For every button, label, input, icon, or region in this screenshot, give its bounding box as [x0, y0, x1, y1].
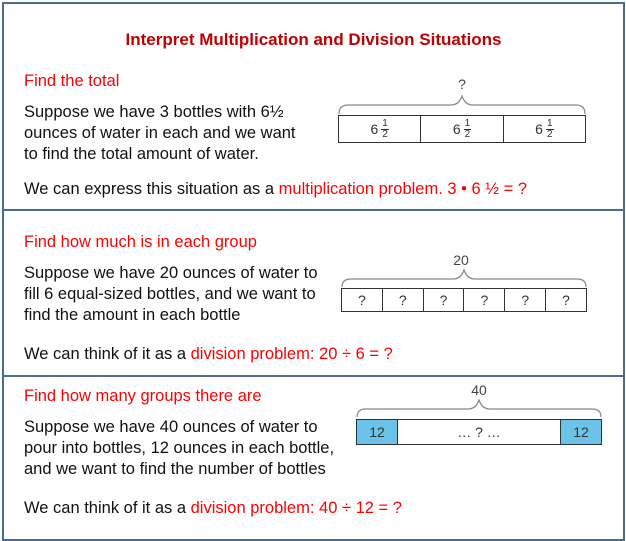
body-line: Suppose we have 3 bottles with 6½ — [24, 103, 284, 121]
section-2-body: Suppose we have 20 ounces of water to fi… — [24, 263, 318, 326]
tape-cell: ? — [463, 289, 504, 311]
section-3-heading: Find how many groups there are — [24, 387, 262, 405]
body-line: ounces of water in each and we want — [24, 124, 296, 142]
body-line: find the amount in each bottle — [24, 306, 241, 324]
tape-diagram-count: 12 … ? … 12 — [356, 419, 602, 445]
body-line: fill 6 equal-sized bottles, and we want … — [24, 285, 316, 303]
brace-label: 20 — [453, 252, 469, 268]
body-line: Suppose we have 20 ounces of water to — [24, 264, 318, 282]
section-divider — [4, 375, 623, 377]
curly-brace-icon — [341, 268, 587, 288]
curly-brace-icon — [338, 94, 586, 115]
brace-label: ? — [458, 76, 466, 92]
tape-cell: ? — [381, 289, 423, 311]
tape-cell-unknown: … ? … — [397, 420, 560, 444]
section-1-body: Suppose we have 3 bottles with 6½ ounces… — [24, 102, 296, 165]
body-line: and we want to find the number of bottle… — [24, 460, 326, 478]
tape-cell: ? — [504, 289, 545, 311]
section-2-expression: We can think of it as a division problem… — [24, 345, 393, 363]
tape-cell: 12 — [357, 420, 397, 444]
section-2-heading: Find how much is in each group — [24, 233, 257, 251]
section-3-body: Suppose we have 40 ounces of water to po… — [24, 417, 334, 480]
page-title: Interpret Multiplication and Division Si… — [125, 30, 502, 49]
body-line: Suppose we have 40 ounces of water to — [24, 418, 318, 436]
curly-brace-icon — [356, 398, 602, 418]
section-3-expression: We can think of it as a division problem… — [24, 499, 402, 517]
tape-cell: 12 — [560, 420, 601, 444]
section-1-expression: We can express this situation as a multi… — [24, 180, 528, 198]
tape-cell: ? — [545, 289, 586, 311]
tape-cell: ? — [422, 289, 464, 311]
tape-cell: ? — [358, 292, 366, 308]
tape-diagram-groups: ? ? ? ? ? ? — [341, 288, 587, 312]
body-line: pour into bottles, 12 ounces in each bot… — [24, 439, 335, 457]
body-line: to find the total amount of water. — [24, 145, 259, 163]
brace-label: 40 — [471, 382, 487, 398]
section-divider — [4, 209, 623, 211]
section-1-heading: Find the total — [24, 72, 120, 90]
